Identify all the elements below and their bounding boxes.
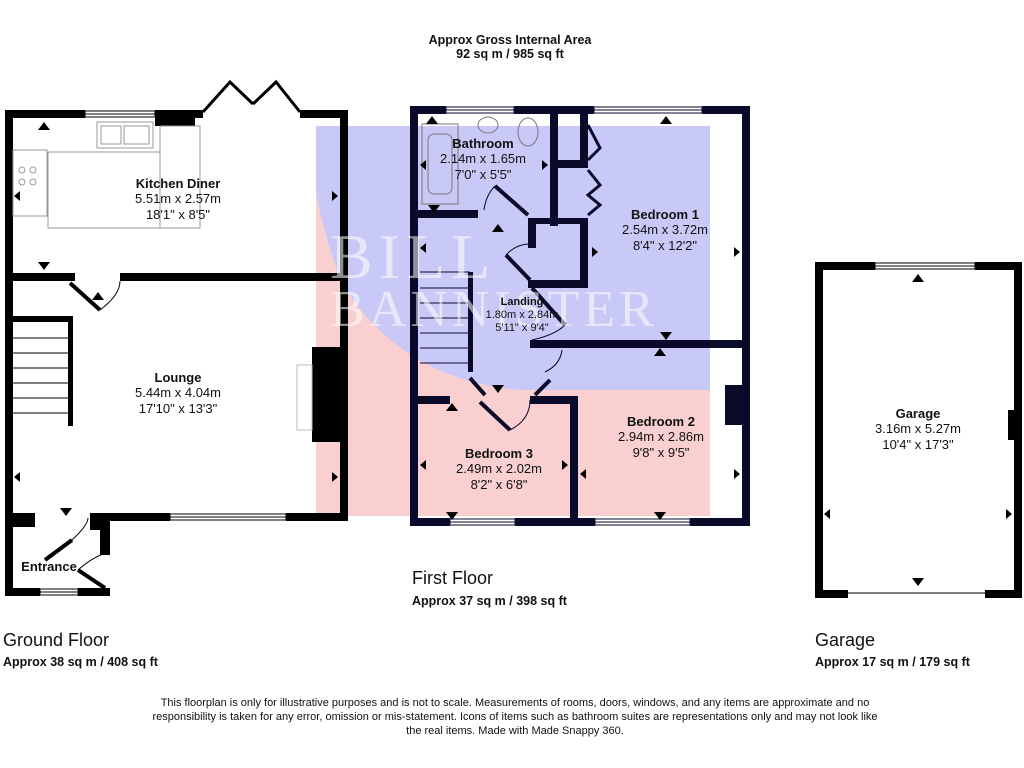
room-bedroom-2: Bedroom 2 2.94m x 2.86m 9'8" x 9'5" <box>618 414 704 460</box>
ground-floor-details <box>12 79 313 596</box>
room-bedroom-3: Bedroom 3 2.49m x 2.02m 8'2" x 6'8" <box>456 446 542 492</box>
header-title: Approx Gross Internal Area <box>428 33 592 47</box>
ground-floor-area: Approx 38 sq m / 408 sq ft <box>3 655 158 669</box>
first-floor-area: Approx 37 sq m / 398 sq ft <box>412 594 567 608</box>
disclaimer: This floorplan is only for illustrative … <box>152 697 878 737</box>
measurement-arrows <box>14 116 1012 586</box>
first-floor-walls <box>410 106 750 526</box>
room-lounge: Lounge 5.44m x 4.04m 17'10" x 13'3" <box>135 370 221 416</box>
room-kitchen-diner: Kitchen Diner 5.51m x 2.57m 18'1" x 8'5" <box>135 176 221 222</box>
room-landing: Landing 1.80m x 2.84m 5'11" x 9'4" <box>485 296 559 334</box>
room-entrance: Entrance <box>21 559 77 574</box>
room-bedroom-1: Bedroom 1 2.54m x 3.72m 8'4" x 12'2" <box>622 207 708 253</box>
header-area: 92 sq m / 985 sq ft <box>456 47 564 61</box>
garage-walls <box>815 262 1022 598</box>
room-bathroom: Bathroom 2.14m x 1.65m 7'0" x 5'5" <box>440 136 526 182</box>
room-garage: Garage 3.16m x 5.27m 10'4" x 17'3" <box>875 406 961 452</box>
garage-area: Approx 17 sq m / 179 sq ft <box>815 655 970 669</box>
garage-details <box>848 262 985 594</box>
first-floor-details <box>420 106 703 526</box>
ground-floor-title: Ground Floor <box>3 630 110 650</box>
garage-title: Garage <box>815 630 876 650</box>
first-floor-title: First Floor <box>412 568 493 588</box>
ground-floor-walls <box>5 110 348 596</box>
